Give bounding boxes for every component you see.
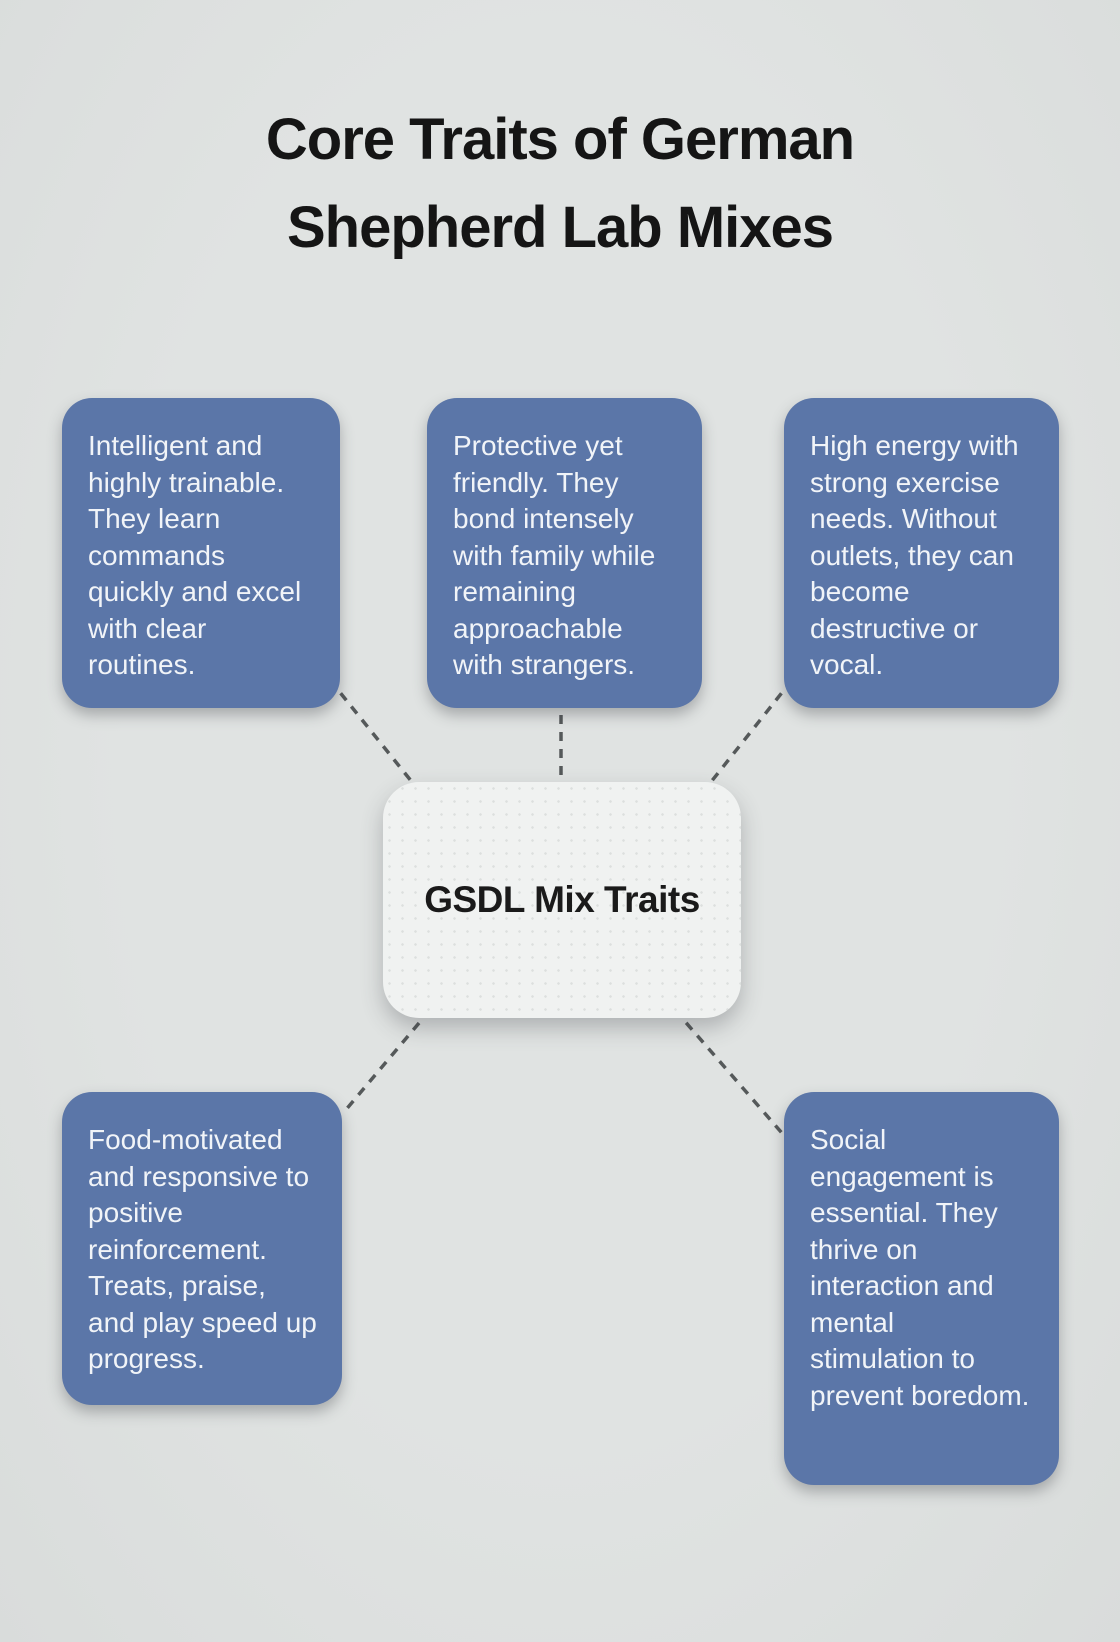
trait-card-motivation: Food-motivated and responsive to positiv… (62, 1092, 342, 1405)
trait-card-social: Social engagement is essential. They thr… (784, 1092, 1059, 1485)
connector-motivation-line (342, 1008, 432, 1114)
center-node-label: GSDL Mix Traits (424, 879, 700, 920)
center-node: GSDL Mix Traits (383, 782, 741, 1018)
connector-trainability-line (328, 678, 422, 794)
trait-card-temperament: Protective yet friendly. They bond inten… (427, 398, 702, 708)
trait-card-motivation-text: Food-motivated and responsive to positiv… (88, 1124, 317, 1374)
page-title-line-1: Core Traits of German (265, 107, 855, 172)
trait-card-temperament-text: Protective yet friendly. They bond inten… (453, 430, 656, 680)
trait-card-social-text: Social engagement is essential. They thr… (810, 1124, 1030, 1411)
connector-social-line (673, 1008, 790, 1142)
trait-card-trainability-text: Intelligent and highly trainable. They l… (88, 430, 302, 680)
connector-energy-line (701, 678, 794, 794)
trait-card-energy-text: High energy with strong exercise needs. … (810, 430, 1019, 680)
trait-card-trainability: Intelligent and highly trainable. They l… (62, 398, 340, 708)
page-title-line-2: Shepherd Lab Mixes (286, 195, 834, 260)
trait-card-energy: High energy with strong exercise needs. … (784, 398, 1059, 708)
